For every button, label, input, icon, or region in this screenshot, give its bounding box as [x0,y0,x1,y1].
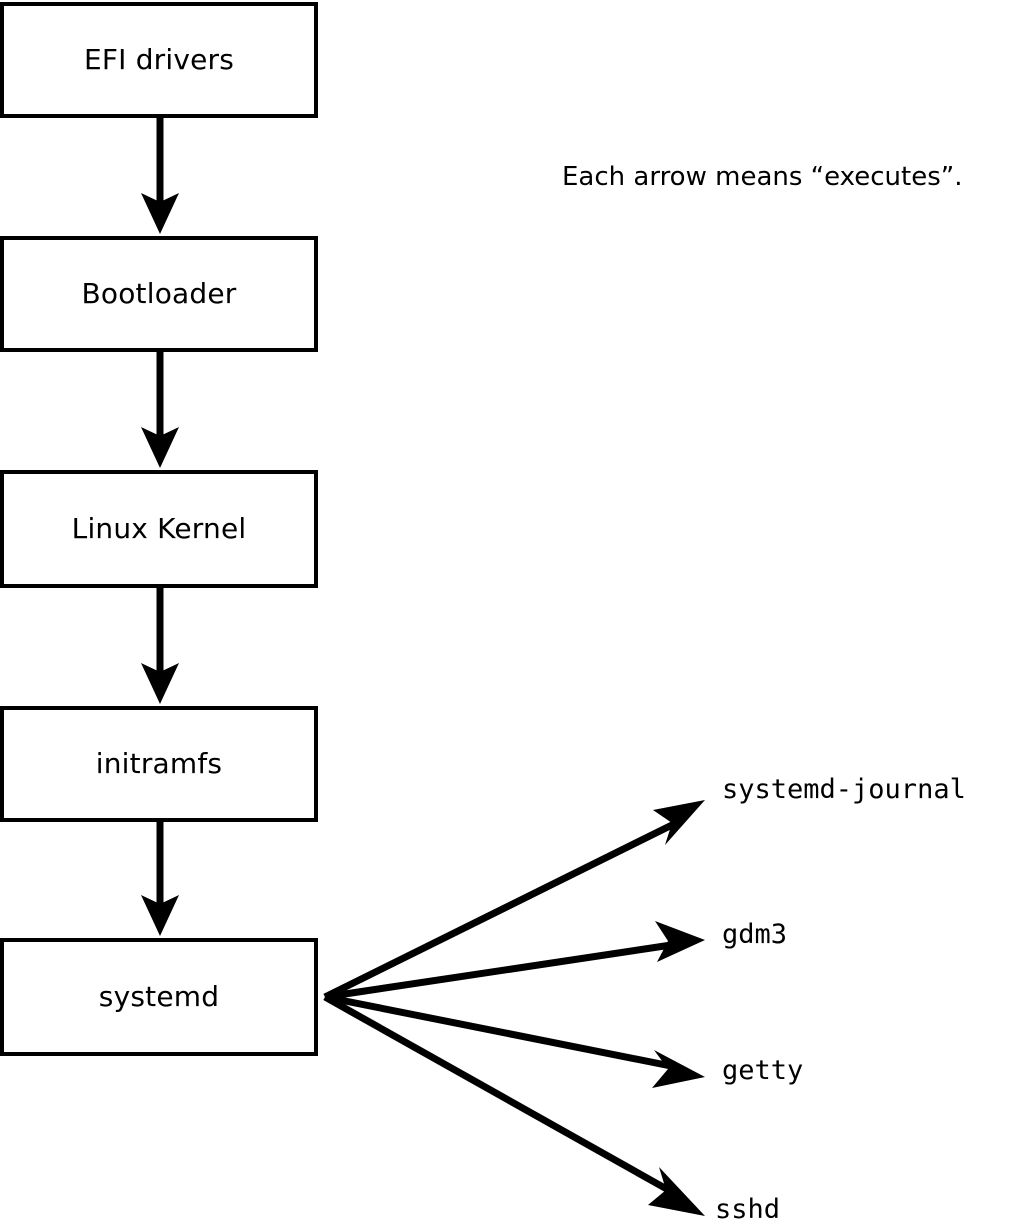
process-label-sshd: sshd [715,1194,781,1225]
process-box-label: systemd [98,980,220,1013]
process-box-bootloader: Bootloader [0,236,318,352]
arrow-linux-kernel-to-initramfs [141,588,179,704]
process-box-label: Linux Kernel [71,512,247,545]
arrow-bootloader-to-linux-kernel [141,352,179,468]
process-label-gdm3: gdm3 [722,919,788,950]
arrow-initramfs-to-systemd [141,822,179,936]
diagram-caption: Each arrow means “executes”. [562,162,963,192]
process-box-label: EFI drivers [83,43,235,76]
process-label-systemd-journal: systemd-journal [722,774,966,805]
process-label-getty: getty [722,1055,804,1086]
process-box-efi-drivers: EFI drivers [0,2,318,118]
process-box-label: Bootloader [81,277,237,310]
process-box-systemd: systemd [0,938,318,1056]
process-box-linux-kernel: Linux Kernel [0,470,318,588]
process-box-label: initramfs [95,747,223,780]
arrow-systemd-to-getty [324,993,705,1088]
arrow-systemd-to-systemd-journal [323,800,705,1001]
process-box-initramfs: initramfs [0,706,318,822]
arrow-efi-drivers-to-bootloader [141,118,179,234]
arrow-systemd-to-sshd [323,993,705,1216]
arrow-systemd-to-gdm3 [324,921,705,1001]
